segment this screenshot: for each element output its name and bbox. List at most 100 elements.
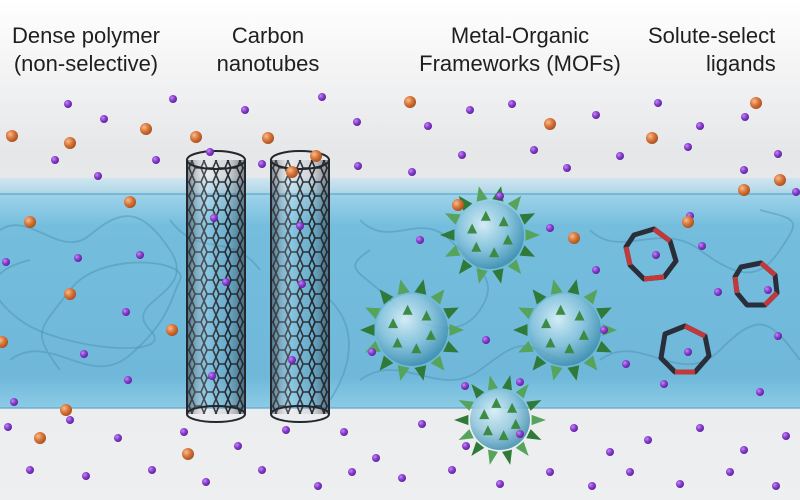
purple-particle bbox=[726, 468, 734, 476]
purple-particle bbox=[122, 308, 130, 316]
label-ligands: Solute-select ligands bbox=[640, 22, 800, 78]
orange-particle bbox=[166, 324, 178, 336]
mof-spike bbox=[476, 186, 488, 202]
purple-particle bbox=[696, 424, 704, 432]
purple-particle bbox=[66, 416, 74, 424]
orange-particle bbox=[64, 137, 76, 149]
purple-particle bbox=[234, 442, 242, 450]
purple-particle bbox=[202, 478, 210, 486]
mof-crystals bbox=[360, 186, 617, 465]
purple-particle bbox=[774, 150, 782, 158]
purple-particle bbox=[148, 466, 156, 474]
purple-particle bbox=[152, 156, 160, 164]
purple-particle bbox=[10, 398, 18, 406]
mof-spike bbox=[583, 355, 598, 371]
purple-particle bbox=[741, 113, 749, 121]
mof-spike bbox=[518, 307, 534, 320]
purple-particle bbox=[782, 432, 790, 440]
label-mofs-line2: Frameworks (MOFs) bbox=[419, 51, 621, 76]
orange-particle bbox=[60, 404, 72, 416]
mof-spike bbox=[458, 400, 474, 411]
mof-inner-node bbox=[402, 304, 413, 315]
purple-particle bbox=[180, 428, 188, 436]
label-dense-polymer-line1: Dense polymer bbox=[12, 23, 160, 48]
ligand-ring-3 bbox=[658, 323, 712, 375]
purple-particle bbox=[714, 288, 722, 296]
mof-sphere-body bbox=[376, 294, 448, 366]
purple-particle bbox=[546, 468, 554, 476]
purple-particle bbox=[772, 482, 780, 490]
mof-spike bbox=[550, 279, 563, 295]
purple-particle bbox=[684, 348, 692, 356]
orange-particle bbox=[646, 132, 658, 144]
mof-spike bbox=[379, 289, 394, 305]
mof-inner-node bbox=[545, 337, 556, 348]
mof-inner-node bbox=[411, 343, 422, 354]
mof-spike bbox=[397, 279, 410, 295]
purple-particle bbox=[82, 472, 90, 480]
mof-inner-node bbox=[392, 337, 403, 348]
purple-particle bbox=[340, 428, 348, 436]
mof-spike bbox=[360, 323, 375, 337]
orange-particle bbox=[310, 150, 322, 162]
mof-spike bbox=[596, 340, 612, 353]
orange-particle bbox=[568, 232, 580, 244]
purple-particle bbox=[516, 430, 524, 438]
purple-particle bbox=[368, 348, 376, 356]
purple-particle bbox=[372, 454, 380, 462]
label-ligands-line2: ligands bbox=[706, 51, 776, 76]
mof-spike bbox=[443, 340, 459, 353]
mof-spike bbox=[550, 365, 563, 381]
purple-particle bbox=[654, 99, 662, 107]
purple-particle bbox=[696, 122, 704, 130]
purple-particle bbox=[2, 258, 10, 266]
mof-inner-node bbox=[480, 210, 491, 221]
mof-spike bbox=[414, 279, 427, 295]
mof-sphere-body bbox=[529, 294, 601, 366]
orange-particle bbox=[738, 184, 750, 196]
orange-particle bbox=[140, 123, 152, 135]
label-mofs-line1: Metal-Organic bbox=[450, 23, 590, 48]
orange-particle bbox=[286, 166, 298, 178]
purple-particle bbox=[764, 286, 772, 294]
mof-spike bbox=[513, 323, 528, 337]
purple-particle bbox=[530, 146, 538, 154]
orange-particle bbox=[404, 96, 416, 108]
purple-particle bbox=[210, 214, 218, 222]
nanotube-1 bbox=[186, 150, 246, 423]
purple-particle bbox=[222, 278, 230, 286]
mof-spike bbox=[379, 355, 394, 371]
purple-particle bbox=[4, 423, 12, 431]
orange-particle bbox=[452, 199, 464, 211]
purple-particle bbox=[600, 326, 608, 334]
purple-particle bbox=[318, 93, 326, 101]
mof-spike bbox=[397, 365, 410, 381]
mof-spike bbox=[519, 213, 536, 225]
mof-spike bbox=[487, 375, 498, 391]
purple-particle bbox=[482, 336, 490, 344]
purple-particle bbox=[461, 382, 469, 390]
orange-particle bbox=[682, 216, 694, 228]
label-carbon-nanotubes-line2: nanotubes bbox=[216, 51, 320, 76]
mof-spike bbox=[444, 213, 461, 225]
ligand-rings bbox=[623, 226, 780, 375]
solute-particles bbox=[0, 93, 800, 490]
mof-spike bbox=[492, 268, 504, 284]
purple-particle bbox=[314, 482, 322, 490]
purple-particle bbox=[570, 424, 578, 432]
orange-particle bbox=[544, 118, 556, 130]
mof-spike bbox=[515, 384, 529, 399]
purple-particle bbox=[606, 448, 614, 456]
mof-spike bbox=[531, 414, 546, 426]
purple-particle bbox=[124, 376, 132, 384]
mof-inner-node bbox=[555, 304, 566, 315]
purple-particle bbox=[496, 480, 504, 488]
mof-spike bbox=[443, 307, 459, 320]
orange-particle bbox=[64, 288, 76, 300]
purple-particle bbox=[206, 148, 214, 156]
purple-particle bbox=[616, 152, 624, 160]
mof-spike bbox=[365, 307, 381, 320]
purple-particle bbox=[136, 251, 144, 259]
purple-particle bbox=[652, 251, 660, 259]
